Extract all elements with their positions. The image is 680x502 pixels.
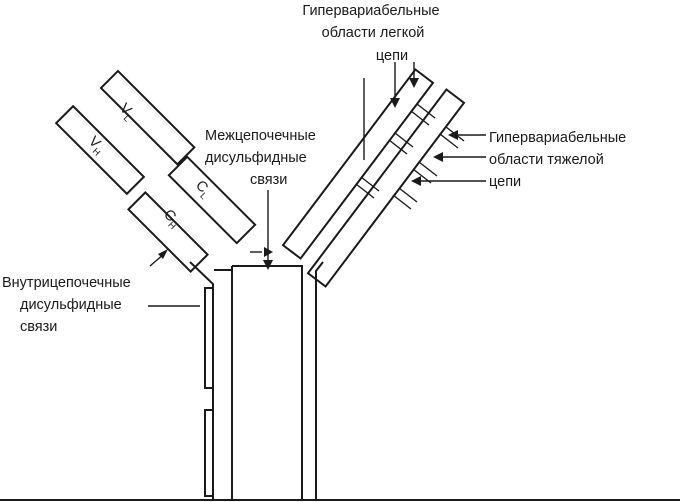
stem-inner xyxy=(231,265,303,500)
right-light-hv-marks xyxy=(355,103,436,199)
svg-text:Гипервариабельные: Гипервариабельные xyxy=(489,130,626,146)
svg-text:Гипервариабельные: Гипервариабельные xyxy=(302,3,439,19)
label-intra-ss: Внутрицепочечные дисульфидные связи xyxy=(2,275,131,335)
svg-text:области легкой: области легкой xyxy=(322,25,425,41)
cl-domain-box xyxy=(167,155,257,245)
svg-text:Внутрицепочечные: Внутрицепочечные xyxy=(2,275,131,291)
stem-outline xyxy=(189,261,214,500)
right-arm xyxy=(281,68,466,288)
label-inter-ss: Межцепочечные дисульфидные связи xyxy=(205,128,316,188)
svg-text:связи: связи xyxy=(250,172,287,188)
domain-labels: VL VH CL CH xyxy=(85,101,211,232)
leader-lines xyxy=(148,62,486,307)
svg-text:дисульфидные: дисульфидные xyxy=(20,297,122,313)
svg-text:области тяжелой: области тяжелой xyxy=(489,152,604,168)
stem xyxy=(189,261,324,500)
svg-text:цепи: цепи xyxy=(376,48,408,64)
ch-domain-box xyxy=(126,190,210,274)
svg-text:цепи: цепи xyxy=(489,174,521,190)
vl-domain-box xyxy=(99,69,196,166)
intra-ss-bumps xyxy=(204,287,213,497)
label-hv-light: Гипервариабельные области легкой цепи xyxy=(302,3,439,64)
svg-text:связи: связи xyxy=(20,319,57,335)
svg-text:дисульфидные: дисульфидные xyxy=(205,150,307,166)
right-light-chain xyxy=(281,68,435,260)
label-hv-heavy: Гипервариабельные области тяжелой цепи xyxy=(489,130,626,190)
svg-text:Межцепочечные: Межцепочечные xyxy=(205,128,316,144)
vh-domain-box xyxy=(54,104,146,196)
left-arm xyxy=(54,69,257,274)
